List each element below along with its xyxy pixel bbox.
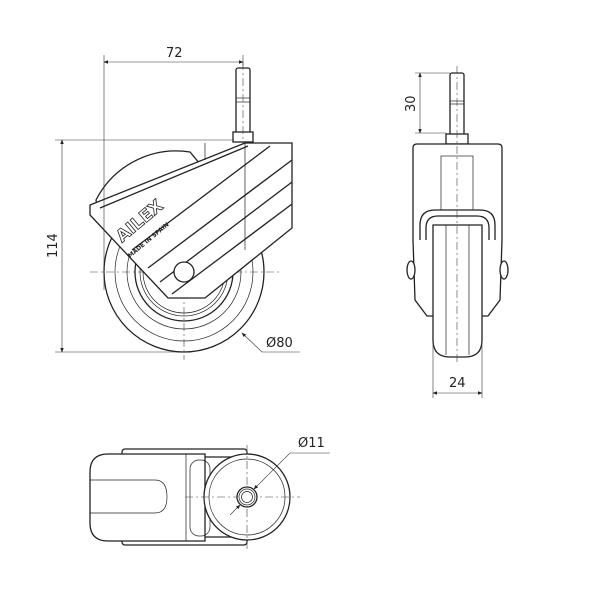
- dimension-label-height: 114: [46, 233, 61, 258]
- dimension-72: 72: [103, 46, 244, 290]
- stem: [232, 62, 254, 145]
- front-view: 30 24: [404, 66, 509, 398]
- dimension-stem-diameter: Ø11: [229, 436, 330, 516]
- dimension-wheel-diameter: Ø80: [241, 332, 300, 353]
- dimension-24: 24: [432, 345, 483, 398]
- bottom-view: Ø11: [89, 436, 330, 550]
- dimension-30: 30: [404, 72, 450, 134]
- dimension-label-stem-length: 30: [404, 95, 419, 112]
- dimension-label-wheel-diameter: Ø80: [266, 336, 293, 351]
- dimension-114: 114: [46, 139, 234, 353]
- dimension-label-wheel-width: 24: [449, 376, 466, 391]
- dimension-label-width: 72: [166, 46, 183, 61]
- dimension-label-stem-diameter: Ø11: [298, 436, 325, 451]
- fork-body: AILEX MADE IN SPAIN: [89, 142, 293, 299]
- side-view: AILEX MADE IN SPAIN 72 114 Ø80: [46, 46, 300, 360]
